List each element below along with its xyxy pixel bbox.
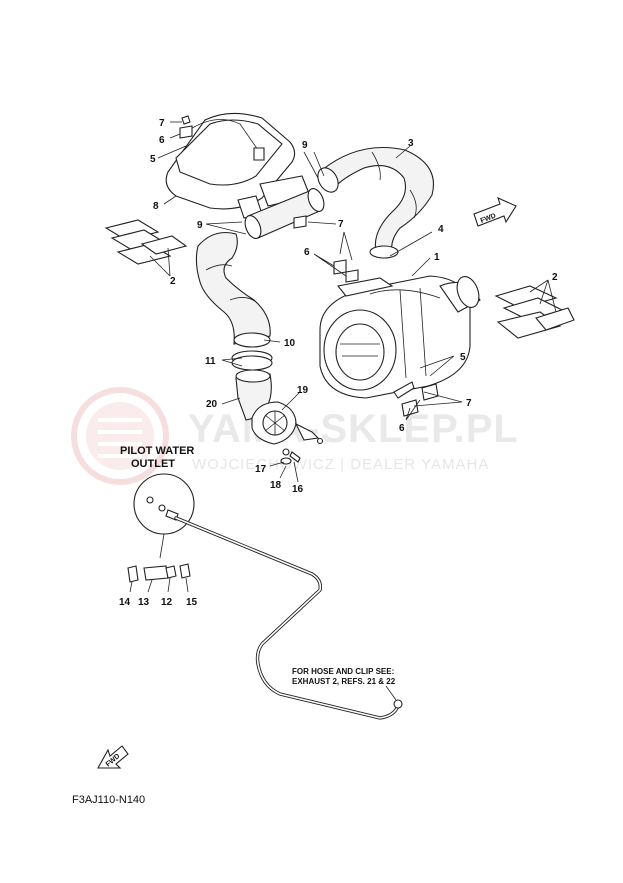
ref-12: 12 [161, 597, 173, 608]
pilot-callout-line2: OUTLET [131, 458, 175, 470]
ref-6-right: 6 [399, 423, 405, 434]
ref-11: 11 [205, 356, 216, 367]
ref-10: 10 [284, 338, 296, 349]
pilot-detail-circle [133, 473, 195, 535]
hose-note-line2: EXHAUST 2, REFS. 21 & 22 [292, 677, 396, 686]
ref-4: 4 [438, 224, 444, 235]
watermark-main: YAMA-SKLEP.PL [188, 407, 519, 451]
ref-7-right: 7 [466, 398, 472, 409]
ref-19: 19 [297, 385, 309, 396]
ref-18: 18 [270, 480, 282, 491]
ref-7-top: 7 [159, 118, 165, 129]
ref-17: 17 [255, 464, 267, 475]
leader-lines [129, 121, 557, 701]
pilot-water-hose [174, 516, 403, 720]
ref-9-left: 9 [197, 220, 203, 231]
watermark: YAMA-SKLEP.PL WOJCIECHOWICZ | DEALER YAM… [71, 387, 519, 485]
filter-pads-2-right [494, 285, 575, 339]
fittings-17-18 [280, 448, 301, 465]
ref-6-center: 6 [304, 247, 310, 258]
pilot-water-callout: PILOT WATER OUTLET [120, 445, 194, 470]
hose-note-callout: FOR HOSE AND CLIP SEE: EXHAUST 2, REFS. … [292, 667, 396, 686]
fwd-arrow-top: FWD [473, 196, 517, 227]
ref-3: 3 [408, 138, 414, 149]
watermark-logo [71, 387, 169, 485]
ref-5-top: 5 [150, 154, 156, 165]
air-filter-1 [319, 275, 481, 399]
watermark-sub: WOJCIECHOWICZ | DEALER YAMAHA [192, 456, 489, 473]
fittings-12-15 [127, 563, 191, 583]
brackets-center [293, 215, 439, 417]
filter-pads-2-left [104, 219, 188, 265]
ref-9-top: 9 [302, 140, 308, 151]
s-hose-10 [195, 231, 271, 348]
ref-15: 15 [186, 597, 198, 608]
pilot-callout-line1: PILOT WATER [120, 445, 194, 457]
ref-5-right: 5 [460, 352, 466, 363]
diagram-code: F3AJ110-N140 [72, 794, 145, 806]
upper-duct [244, 188, 325, 239]
fwd-arrow-bottom: FWD [97, 745, 129, 769]
ref-13: 13 [138, 597, 150, 608]
ref-2-right: 2 [552, 272, 558, 283]
ref-16: 16 [292, 484, 304, 495]
brackets-top [179, 115, 193, 139]
ref-20: 20 [206, 399, 218, 410]
hose-note-line1: FOR HOSE AND CLIP SEE: [292, 667, 394, 676]
clamp-11 [231, 350, 273, 371]
ref-7-center: 7 [338, 219, 344, 230]
detail-leader [159, 533, 165, 559]
ref-6-top: 6 [159, 135, 165, 146]
water-separator-19 [251, 401, 324, 445]
ref-14: 14 [119, 597, 131, 608]
ref-2-left: 2 [170, 276, 176, 287]
part-number-labels: 7 6 5 8 9 9 3 4 1 7 6 2 2 5 7 6 10 11 20… [119, 118, 558, 608]
ref-1: 1 [434, 252, 440, 263]
ref-8: 8 [153, 201, 159, 212]
